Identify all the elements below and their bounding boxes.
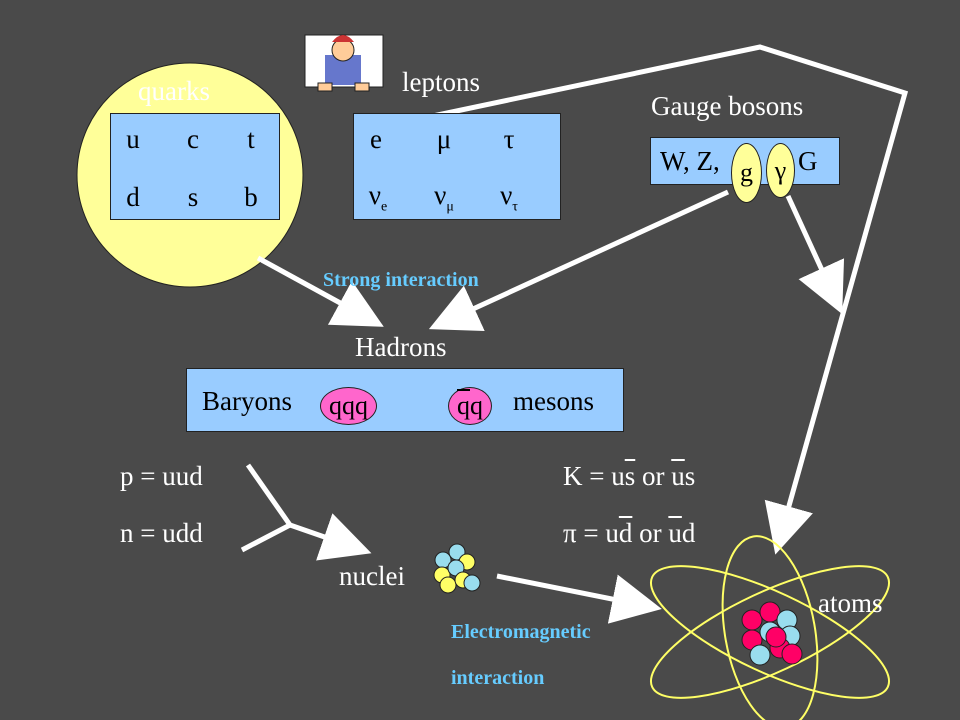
neutron-formula: n = udd bbox=[120, 518, 203, 548]
pion-formula: π = ud or ud bbox=[563, 518, 696, 548]
neutron-branch-line bbox=[240, 522, 292, 553]
baryons-text: Baryons bbox=[202, 386, 292, 416]
kaon-formula: K = us or us bbox=[563, 461, 696, 491]
lepton-tau: τ bbox=[503, 124, 515, 154]
nuclei-label: nuclei bbox=[339, 561, 405, 591]
atoms-label: atoms bbox=[818, 588, 883, 618]
nuclei-icon bbox=[433, 543, 481, 594]
photon-oval: γ bbox=[766, 143, 795, 198]
to-nuclei-arrow bbox=[289, 513, 372, 561]
quark-c: c bbox=[187, 124, 199, 154]
quarks-to-hadrons-arrow bbox=[256, 255, 384, 327]
neutrino-tau: ντ bbox=[500, 180, 518, 215]
em-interaction-label-2: interaction bbox=[451, 667, 545, 689]
photon-down-arrow bbox=[785, 194, 845, 315]
atom-nucleus-icon bbox=[741, 601, 803, 666]
leptons-label: leptons bbox=[402, 67, 480, 97]
nuclei-to-atoms-arrow bbox=[496, 573, 662, 624]
quark-u: u bbox=[126, 124, 140, 154]
quarks-label: quarks bbox=[138, 76, 210, 106]
gauge-wz-text: W, Z, bbox=[660, 146, 720, 176]
lepton-muon: μ bbox=[436, 124, 452, 154]
leptons-box: e μ τ νe νμ ντ bbox=[353, 113, 561, 220]
hadrons-box: Baryons mesons bbox=[186, 368, 624, 432]
electron-to-atoms-line bbox=[389, 44, 909, 555]
mesons-text: mesons bbox=[513, 386, 594, 416]
quark-t: t bbox=[247, 124, 255, 154]
proton-branch-line bbox=[245, 463, 293, 527]
lepton-electron: e bbox=[370, 124, 382, 154]
neutrino-e: νe bbox=[368, 180, 388, 215]
atom-orbits bbox=[649, 535, 891, 720]
gluon-to-hadrons-arrow bbox=[428, 189, 730, 332]
quarks-box: u c t d s b bbox=[110, 113, 280, 220]
baryon-qqq-oval: qqq bbox=[320, 387, 377, 425]
professor-cartoon-icon bbox=[304, 34, 384, 92]
gluon-oval: g bbox=[731, 143, 762, 203]
neutrino-mu: νμ bbox=[434, 180, 454, 215]
proton-formula: p = uud bbox=[120, 461, 203, 491]
gauge-graviton-text: G bbox=[798, 146, 818, 176]
quark-s: s bbox=[187, 182, 199, 212]
strong-interaction-label: Strong interaction bbox=[323, 269, 479, 291]
hadrons-label: Hadrons bbox=[355, 332, 447, 362]
quark-b: b bbox=[244, 182, 258, 212]
em-interaction-label-1: Electromagnetic bbox=[451, 621, 591, 643]
gauge-bosons-label: Gauge bosons bbox=[651, 91, 804, 121]
quark-d: d bbox=[126, 182, 140, 212]
